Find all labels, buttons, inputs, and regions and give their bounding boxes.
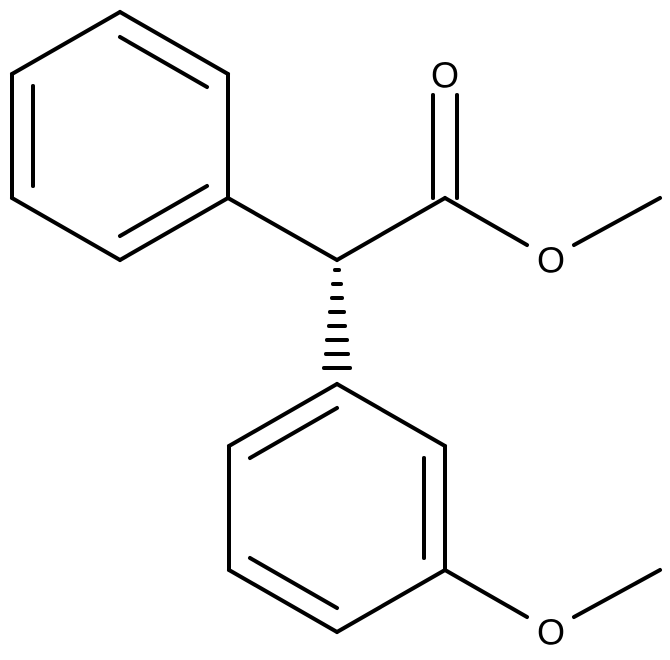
- bond-methoxy-oxygen-to-methyl: [572, 568, 662, 619]
- bond: [227, 382, 339, 448]
- methoxy-oxygen-label: O: [537, 612, 565, 653]
- aromatic-double-bond: [248, 556, 339, 610]
- bond-phenyl-to-stereocenter: [226, 196, 339, 262]
- bond-ring-to-methoxy-oxygen: [443, 568, 529, 619]
- bond: [118, 196, 230, 262]
- methoxy-group: O: [443, 568, 662, 653]
- hashed-wedge-bond: [322, 268, 352, 370]
- bond-stereocenter-to-carbonyl: [335, 196, 447, 262]
- bond: [118, 10, 230, 76]
- bond: [10, 10, 122, 76]
- phenyl-ring: [10, 10, 230, 262]
- bond: [335, 568, 447, 634]
- bond: [227, 568, 339, 634]
- ester-oxygen-label: O: [537, 240, 565, 281]
- bond: [10, 196, 122, 262]
- aromatic-double-bond: [248, 406, 339, 460]
- ester-group: O O: [335, 55, 662, 281]
- aromatic-double-bond: [118, 184, 209, 238]
- aromatic-double-bond: [118, 35, 209, 89]
- carbonyl-oxygen-label: O: [431, 55, 459, 96]
- methoxyphenyl-ring: [227, 382, 447, 634]
- bond-carbonyl-to-ester-oxygen: [443, 196, 529, 247]
- bond: [335, 382, 447, 448]
- bond-ester-oxygen-to-methyl: [572, 196, 662, 247]
